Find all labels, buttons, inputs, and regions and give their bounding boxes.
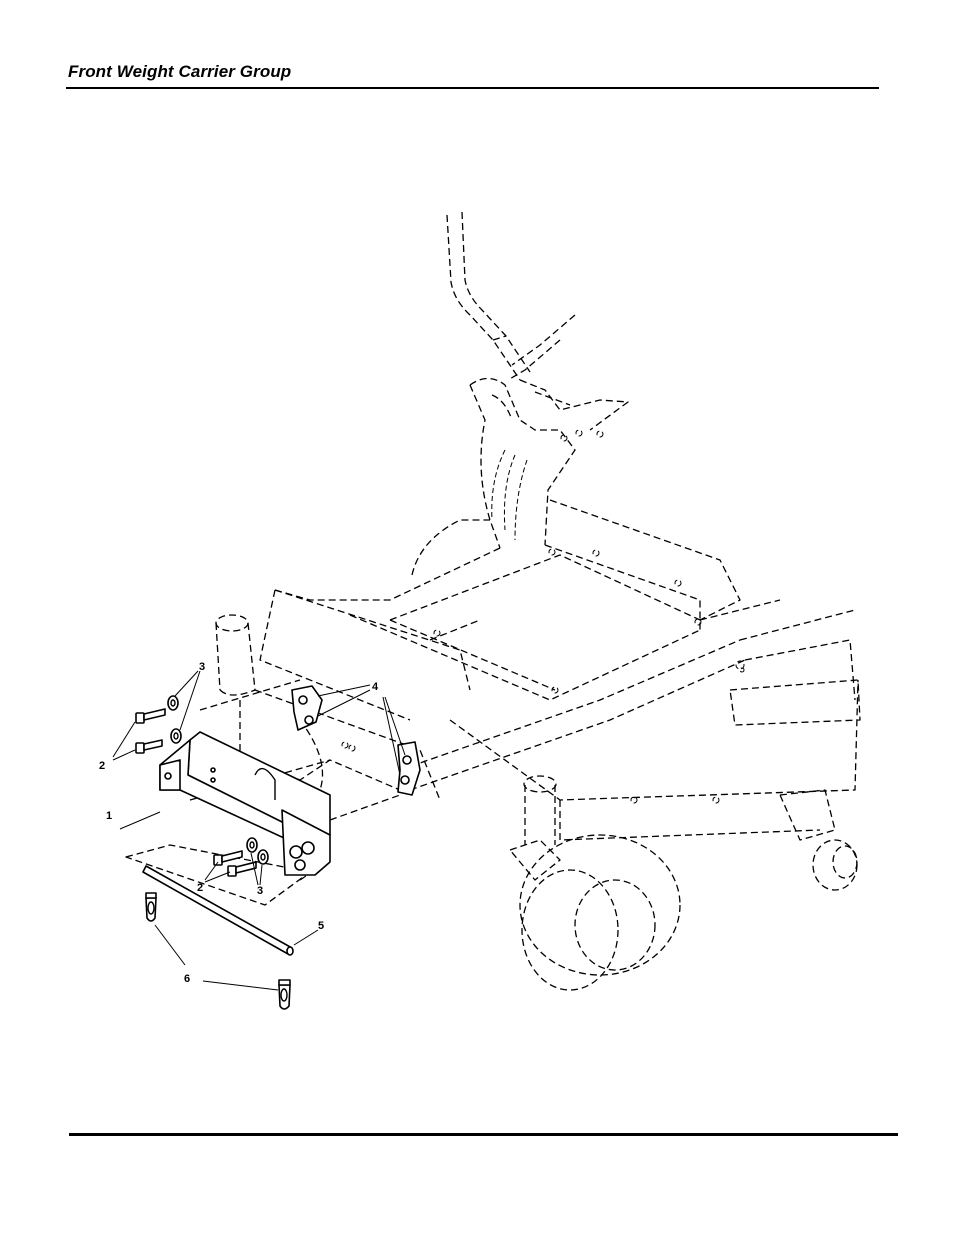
bolt-mid-right (214, 851, 242, 865)
callout-2-upper: 2 (99, 760, 105, 772)
callout-1: 1 (106, 810, 112, 822)
callout-4: 4 (372, 681, 379, 693)
bolt-lower-left (136, 740, 162, 753)
bolt-low-right (228, 862, 256, 876)
callout-3-lower: 3 (257, 885, 263, 897)
footer-rule (69, 1133, 898, 1136)
callout-2-lower: 2 (197, 882, 203, 894)
clip-upper (146, 893, 156, 921)
bolt-upper (136, 709, 165, 723)
callout-6: 6 (184, 973, 190, 985)
callout-3-upper: 3 (199, 661, 205, 673)
nut-icon (292, 686, 420, 795)
callout-leaders (113, 671, 405, 990)
callout-5: 5 (318, 920, 324, 932)
clip-lower (279, 980, 290, 1009)
weight-carrier-bracket-icon (160, 732, 330, 875)
pin-rod-icon (143, 866, 293, 955)
